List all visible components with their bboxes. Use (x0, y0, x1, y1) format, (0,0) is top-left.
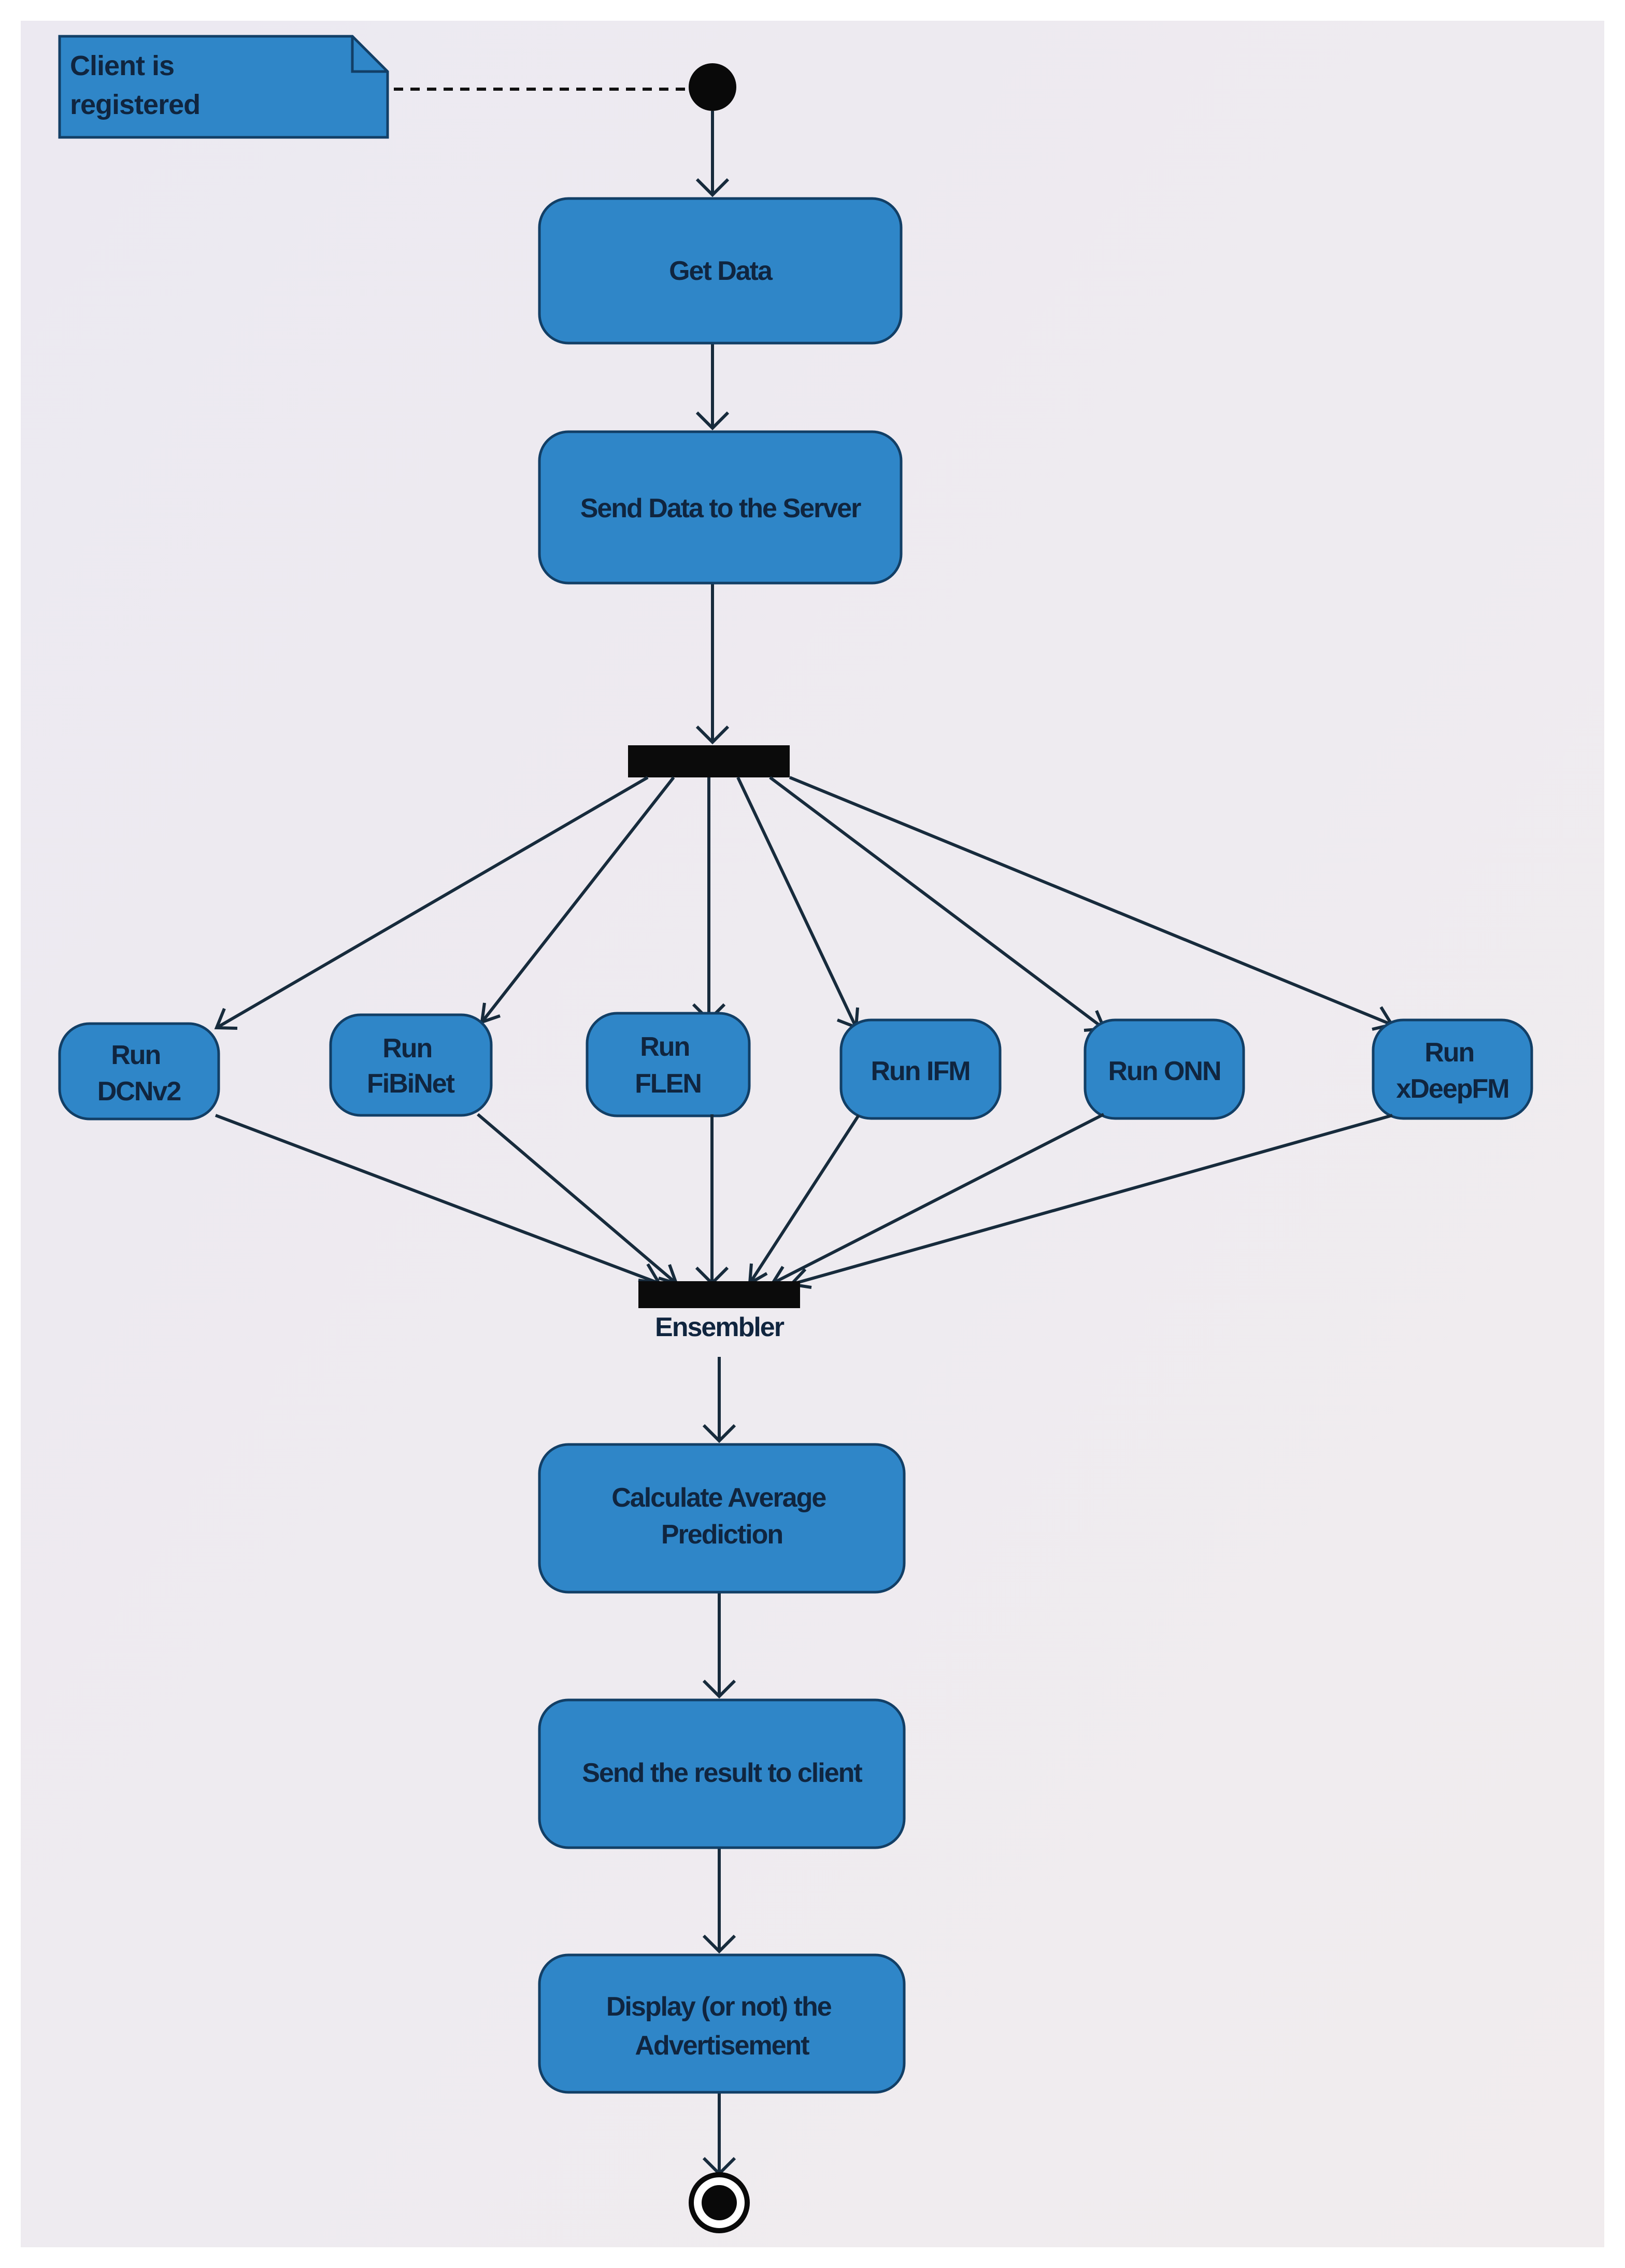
activity-display-ad: Display (or not) the Advertisement (538, 1953, 906, 2094)
activity-run-ifm-label: Run IFM (871, 1056, 970, 1086)
onn-to-join-edge (772, 1113, 1105, 1285)
fork-to-dcnv2-arrowhead (214, 1008, 238, 1030)
fork-to-onn-edge (769, 776, 1105, 1030)
fork-edges (214, 776, 1394, 1032)
activity-get-data-shape (538, 197, 903, 345)
activity-run-dcnv2-line-2: DCNv2 (97, 1076, 181, 1107)
activity-run-fibinet-line-1: Run (382, 1033, 432, 1064)
activity-run-ifm: Run IFM (839, 1018, 1002, 1120)
activity-run-xdeepfm-line-2: xDeepFM (1396, 1074, 1508, 1104)
svg-text:Run FLEN: Run FLEN (635, 1032, 701, 1099)
note-shape (58, 35, 389, 139)
dcnv2-to-join-edge (215, 1114, 660, 1285)
svg-text:Run FiBiNet: Run FiBiNet (367, 1033, 455, 1099)
activity-run-flen-shape (586, 1012, 751, 1117)
fork-to-dcnv2-edge (216, 776, 649, 1029)
fork-bar (628, 745, 790, 777)
start-node (689, 63, 736, 111)
activity-run-onn-label: Run ONN (1108, 1056, 1220, 1086)
activity-get-data: Get Data (538, 197, 903, 345)
activity-send-result: Send the result to client (538, 1698, 906, 1849)
fibinet-to-join-edge (477, 1113, 677, 1285)
note-line-2: registered (70, 89, 200, 120)
join-edges (215, 1113, 1393, 1289)
join-bar (638, 1281, 800, 1308)
svg-text:Calculate Average Predic: Calculate Average Prediction (611, 1483, 832, 1550)
fork-to-fibinet-edge (480, 776, 675, 1023)
activity-run-dcnv2-line-1: Run (111, 1040, 160, 1070)
svg-text:Run DCNv2: Run DCNv2 (97, 1040, 181, 1107)
activity-calculate-average-line-2: Prediction (661, 1520, 782, 1550)
activity-run-fibinet-line-2: FiBiNet (367, 1069, 455, 1099)
send-result-to-display-arrowhead (702, 1934, 736, 1954)
join-to-calc-arrowhead (702, 1424, 736, 1443)
activity-run-fibinet-shape (329, 1013, 493, 1117)
calc-to-send-result-arrowhead (702, 1679, 736, 1699)
activity-send-data-label: Send Data to the Server (580, 493, 861, 523)
activity-run-ifm-shape (839, 1018, 1002, 1120)
activity-run-flen-line-1: Run (640, 1032, 689, 1062)
activity-display-ad-line-1: Display (or not) the (606, 1992, 832, 2022)
end-node-inner-dot (702, 2185, 737, 2220)
note-line-1: Client is (70, 50, 174, 81)
activity-calculate-average-shape (538, 1443, 906, 1594)
xdeepfm-to-join-edge (791, 1114, 1393, 1286)
client-registered-note: Client is registered (58, 35, 389, 139)
ifm-to-join-edge (748, 1114, 860, 1284)
svg-text:Run xDeepFM: Run xDeepFM (1396, 1038, 1508, 1104)
end-node (689, 2172, 750, 2233)
activity-send-data: Send Data to the Server (538, 430, 903, 585)
diagram-background (21, 21, 1604, 2247)
get-data-to-send-data-arrowhead (695, 411, 730, 431)
activity-get-data-label: Get Data (669, 256, 773, 286)
svg-text:Run IFM: Run IFM (871, 1056, 970, 1086)
send-data-to-fork-arrowhead (695, 725, 730, 745)
join-label: Ensembler (655, 1312, 785, 1342)
activity-display-ad-line-2: Advertisement (635, 2031, 809, 2061)
activity-run-onn-shape (1084, 1018, 1245, 1120)
fork-to-ifm-edge (736, 776, 858, 1028)
start-to-get-data-arrowhead (695, 178, 730, 197)
activity-send-result-shape (538, 1698, 906, 1849)
activity-run-dcnv2: Run DCNv2 (58, 1022, 220, 1121)
svg-text:Display (or not) the Adv: Display (or not) the Advertisement (606, 1992, 837, 2061)
svg-text:Client is registered: Client is registered (70, 50, 200, 120)
activity-run-xdeepfm-shape (1372, 1018, 1533, 1120)
activity-send-result-label: Send the result to client (582, 1758, 862, 1788)
activity-run-flen: Run FLEN (586, 1012, 751, 1117)
activity-run-flen-line-2: FLEN (635, 1069, 701, 1099)
activity-run-xdeepfm-line-1: Run (1424, 1038, 1474, 1068)
svg-text:Send the result to client: Send the result to client (582, 1758, 862, 1788)
activity-run-onn: Run ONN (1084, 1018, 1245, 1120)
svg-text:Get Data: Get Data (669, 256, 773, 286)
top-flow-edges (695, 111, 730, 745)
activity-run-dcnv2-shape (58, 1022, 220, 1121)
activity-run-xdeepfm: Run xDeepFM (1372, 1018, 1533, 1120)
activity-send-data-shape (538, 430, 903, 585)
fork-to-xdeepfm-edge (789, 776, 1393, 1026)
activity-calculate-average-line-1: Calculate Average (611, 1483, 826, 1513)
note-fold (351, 36, 388, 73)
activity-calculate-average: Calculate Average Prediction (538, 1443, 906, 1594)
activity-run-fibinet: Run FiBiNet (329, 1013, 493, 1117)
svg-text:Send Data to the Server: Send Data to the Server (580, 493, 861, 523)
activity-display-ad-shape (538, 1953, 906, 2094)
svg-text:Run ONN: Run ONN (1108, 1056, 1220, 1086)
